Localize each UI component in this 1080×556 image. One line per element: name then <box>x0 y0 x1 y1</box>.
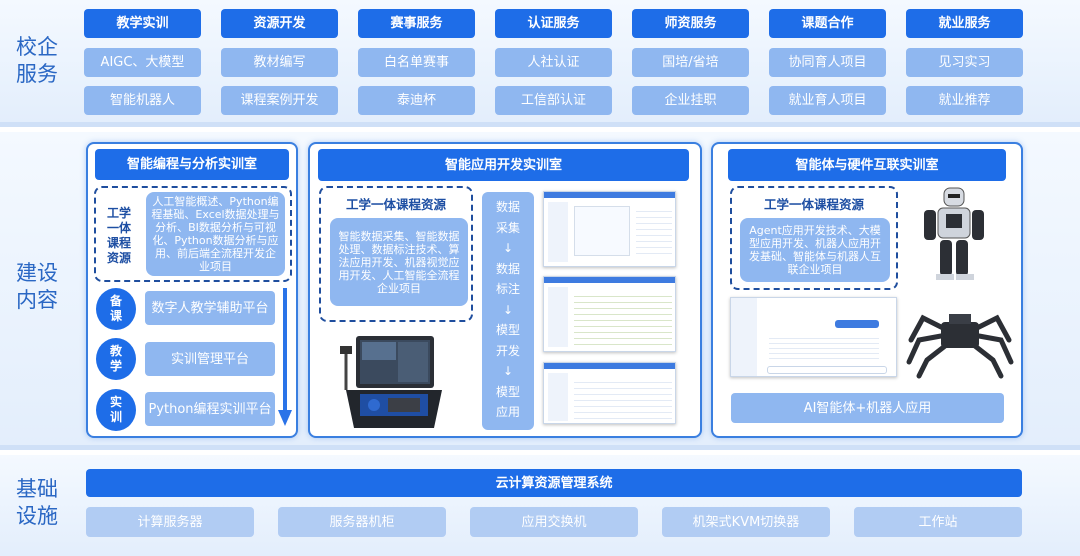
workflow-step: ↓ <box>502 241 514 255</box>
lab1-platform-python: Python编程实训平台 <box>145 392 275 426</box>
lab2-resource-label: 工学一体课程资源 <box>345 197 446 212</box>
service-item: 课程案例开发 <box>221 86 338 115</box>
workflow-step: 采集 <box>495 220 520 235</box>
service-item: 就业育人项目 <box>769 86 886 115</box>
service-header: 课题合作 <box>769 9 886 38</box>
screenshot-bar <box>544 192 675 198</box>
screenshot-input <box>767 366 887 374</box>
lab1-resource-label-text: 工学一体课程资源 <box>106 206 131 265</box>
screenshot-bar <box>544 363 675 369</box>
workflow-step: 开发 <box>495 343 520 358</box>
lab2-screenshot-model <box>543 362 676 424</box>
screenshot-content <box>574 291 672 345</box>
service-item: 协同育人项目 <box>769 48 886 77</box>
lab2-workflow-steps: 数据采集↓数据标注↓模型开发↓模型应用 <box>482 198 534 424</box>
service-item: 白名单赛事 <box>358 48 475 77</box>
lab1-resource-frame <box>94 186 292 282</box>
lab2-screenshot-annotate <box>543 276 676 352</box>
screenshot-sidebar <box>548 287 568 347</box>
hexapod-robot-image <box>906 314 1014 379</box>
workflow-step: ↓ <box>502 302 514 317</box>
service-item: 就业推荐 <box>906 86 1023 115</box>
workflow-step: 数据 <box>495 261 520 276</box>
lab3-panel <box>711 142 1023 438</box>
service-header: 资源开发 <box>221 9 338 38</box>
infrastructure-item: 工作站 <box>854 507 1022 537</box>
lab2-hardware-kit-image <box>340 336 442 428</box>
section-label-services: 校企服务 <box>16 35 58 86</box>
screenshot-sidebar <box>731 298 757 376</box>
service-item: 见习实习 <box>906 48 1023 77</box>
infrastructure-item: 计算服务器 <box>86 507 254 537</box>
lab1-resource-label: 工学一体课程资源 <box>100 206 138 266</box>
section-label-construction: 建设内容 <box>16 261 58 312</box>
workflow-step: 应用 <box>495 405 520 419</box>
lab2-workflow: 数据采集↓数据标注↓模型开发↓模型应用 <box>482 192 534 430</box>
lab1-step-teach: 教学 <box>96 338 136 380</box>
lab1-platform-training-mgmt: 实训管理平台 <box>145 342 275 376</box>
lab1-title: 智能编程与分析实训室 <box>95 149 289 180</box>
workflow-step: ↓ <box>502 364 514 378</box>
service-header: 认证服务 <box>495 9 612 38</box>
lab1-down-arrow-icon <box>278 288 292 426</box>
service-item: 工信部认证 <box>495 86 612 115</box>
service-header: 师资服务 <box>632 9 749 38</box>
screenshot-table <box>636 206 672 256</box>
lab3-ai-agent-robot: AI智能体+机器人应用 <box>731 393 1004 423</box>
screenshot-content <box>574 377 672 419</box>
lab2-screenshot-collect <box>543 191 676 267</box>
screenshot-dialog <box>574 206 630 256</box>
service-item: 泰迪杯 <box>358 86 475 115</box>
workflow-step: 数据 <box>495 200 520 214</box>
lab3-resource-frame <box>730 186 898 290</box>
lab2-title: 智能应用开发实训室 <box>318 149 689 181</box>
workflow-step: 模型 <box>495 384 520 399</box>
service-header: 赛事服务 <box>358 9 475 38</box>
lab2-resource-frame <box>319 186 473 322</box>
service-header: 教学实训 <box>84 9 201 38</box>
infrastructure-item: 服务器机柜 <box>278 507 446 537</box>
screenshot-sidebar <box>548 202 568 262</box>
infrastructure-item: 应用交换机 <box>470 507 638 537</box>
screenshot-bar <box>544 277 675 283</box>
lab3-title: 智能体与硬件互联实训室 <box>728 149 1006 181</box>
service-item: 企业挂职 <box>632 86 749 115</box>
section-label-infrastructure: 基础设施 <box>16 477 58 528</box>
lab1-step-practice: 实训 <box>96 389 136 431</box>
service-item: 教材编写 <box>221 48 338 77</box>
humanoid-robot-image <box>924 187 984 280</box>
lab3-agent-screenshot <box>730 297 897 377</box>
lab1-resource-text: 人工智能概述、Python编程基础、Excel数据处理与分析、BI数据分析与可视… <box>146 192 285 276</box>
service-item: AIGC、大模型 <box>84 48 201 77</box>
cloud-resource-system: 云计算资源管理系统 <box>86 469 1022 497</box>
lab1-platform-digital-human: 数字人教学辅助平台 <box>145 291 275 325</box>
infrastructure-item: 机架式KVM切换器 <box>662 507 830 537</box>
screenshot-chat-text <box>769 334 879 362</box>
service-item: 智能机器人 <box>84 86 201 115</box>
screenshot-sidebar <box>548 373 568 421</box>
lab3-resource-text: Agent应用开发技术、大模型应用开发、机器人应用开发基础、智能体与机器人互联企… <box>740 218 890 282</box>
service-item: 人社认证 <box>495 48 612 77</box>
workflow-step: 标注 <box>495 282 520 296</box>
lab3-resource-label: 工学一体课程资源 <box>763 197 864 212</box>
lab2-resource-text: 智能数据采集、智能数据处理、数据标注技术、算法应用开发、机器视觉应用开发、人工智… <box>330 218 468 306</box>
screenshot-chat-bubble <box>835 320 879 328</box>
lab1-step-prep: 备课 <box>96 288 136 330</box>
workflow-step: 模型 <box>495 323 520 337</box>
service-header: 就业服务 <box>906 9 1023 38</box>
service-item: 国培/省培 <box>632 48 749 77</box>
